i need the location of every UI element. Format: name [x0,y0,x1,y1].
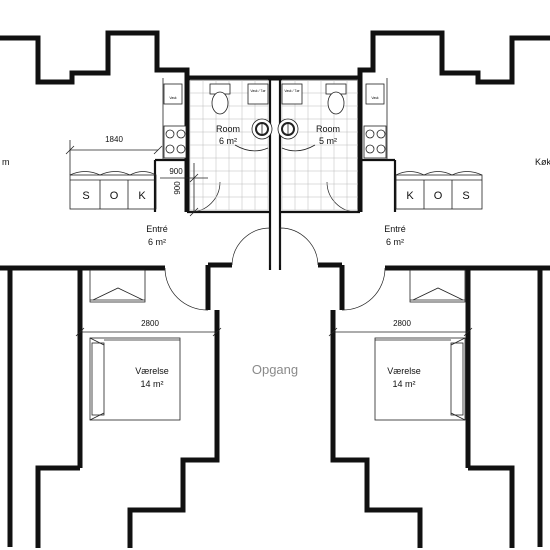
door-swings [164,181,386,311]
kitchen-right: Vask [363,78,388,160]
sink-right [277,118,299,140]
cabinets-right: K O S [395,171,483,210]
toilet-left [209,83,231,115]
dim-cabinet-depth-a: 900 [169,167,183,176]
wardrobe-right [409,269,466,303]
bedroom-left-name: Værelse [135,366,169,376]
entry-right-area: 6 m² [386,237,404,247]
cabinet-left-3: K [138,190,146,202]
washer-left: Vask / Tør [247,83,269,105]
dim-bedroom-left: 2800 [75,319,222,337]
edge-left-label: m [2,157,10,167]
kitchen-sink-right-label: Vask [371,96,379,100]
entry-left-name: Entré [146,224,168,234]
cabinet-right-3: S [462,190,469,202]
bed-left [89,337,181,421]
cabinets-left: S O K [69,171,157,210]
bed-right [374,337,466,421]
bath-right-name: Room [316,124,340,134]
bath-left-name: Room [216,124,240,134]
bath-left-area: 6 m² [219,136,237,146]
entry-left-area: 6 m² [148,237,166,247]
edge-right-label: Køk [535,157,550,167]
kitchen-left: Vask [162,78,187,160]
toilet-right [325,83,347,115]
bedroom-right-area: 14 m² [392,379,415,389]
dim-kitchen-width: 1840 [65,135,163,175]
cabinet-right-2: O [434,190,443,202]
outer-walls [0,30,550,548]
wardrobe-left [89,269,146,303]
kitchen-sink-left-label: Vask [169,96,177,100]
shower-glass [234,144,316,152]
dim-kitchen-width-label: 1840 [105,135,123,144]
dim-bedroom-right: 2800 [328,319,473,337]
entry-right-name: Entré [384,224,406,234]
bath-right-area: 5 m² [319,136,337,146]
dim-cabinet-depth-b: 900 [173,181,182,195]
room-labels: Room 6 m² Room 5 m² Entré 6 m² Entré 6 m… [2,124,550,389]
bedroom-left-area: 14 m² [140,379,163,389]
sink-left [251,118,273,140]
stair-label: Opgang [252,362,298,377]
cabinet-right-1: K [406,190,414,202]
dim-bedroom-right-label: 2800 [393,319,411,328]
washer-left-label: Vask / Tør [250,89,266,93]
cabinet-left-1: S [82,190,89,202]
cabinet-left-2: O [110,190,119,202]
dim-cabinet-depth: 900 900 [160,163,208,217]
bedroom-right-name: Værelse [387,366,421,376]
dim-bedroom-left-label: 2800 [141,319,159,328]
washer-right: Vask / Tør [281,83,303,105]
washer-right-label: Vask / Tør [284,89,300,93]
